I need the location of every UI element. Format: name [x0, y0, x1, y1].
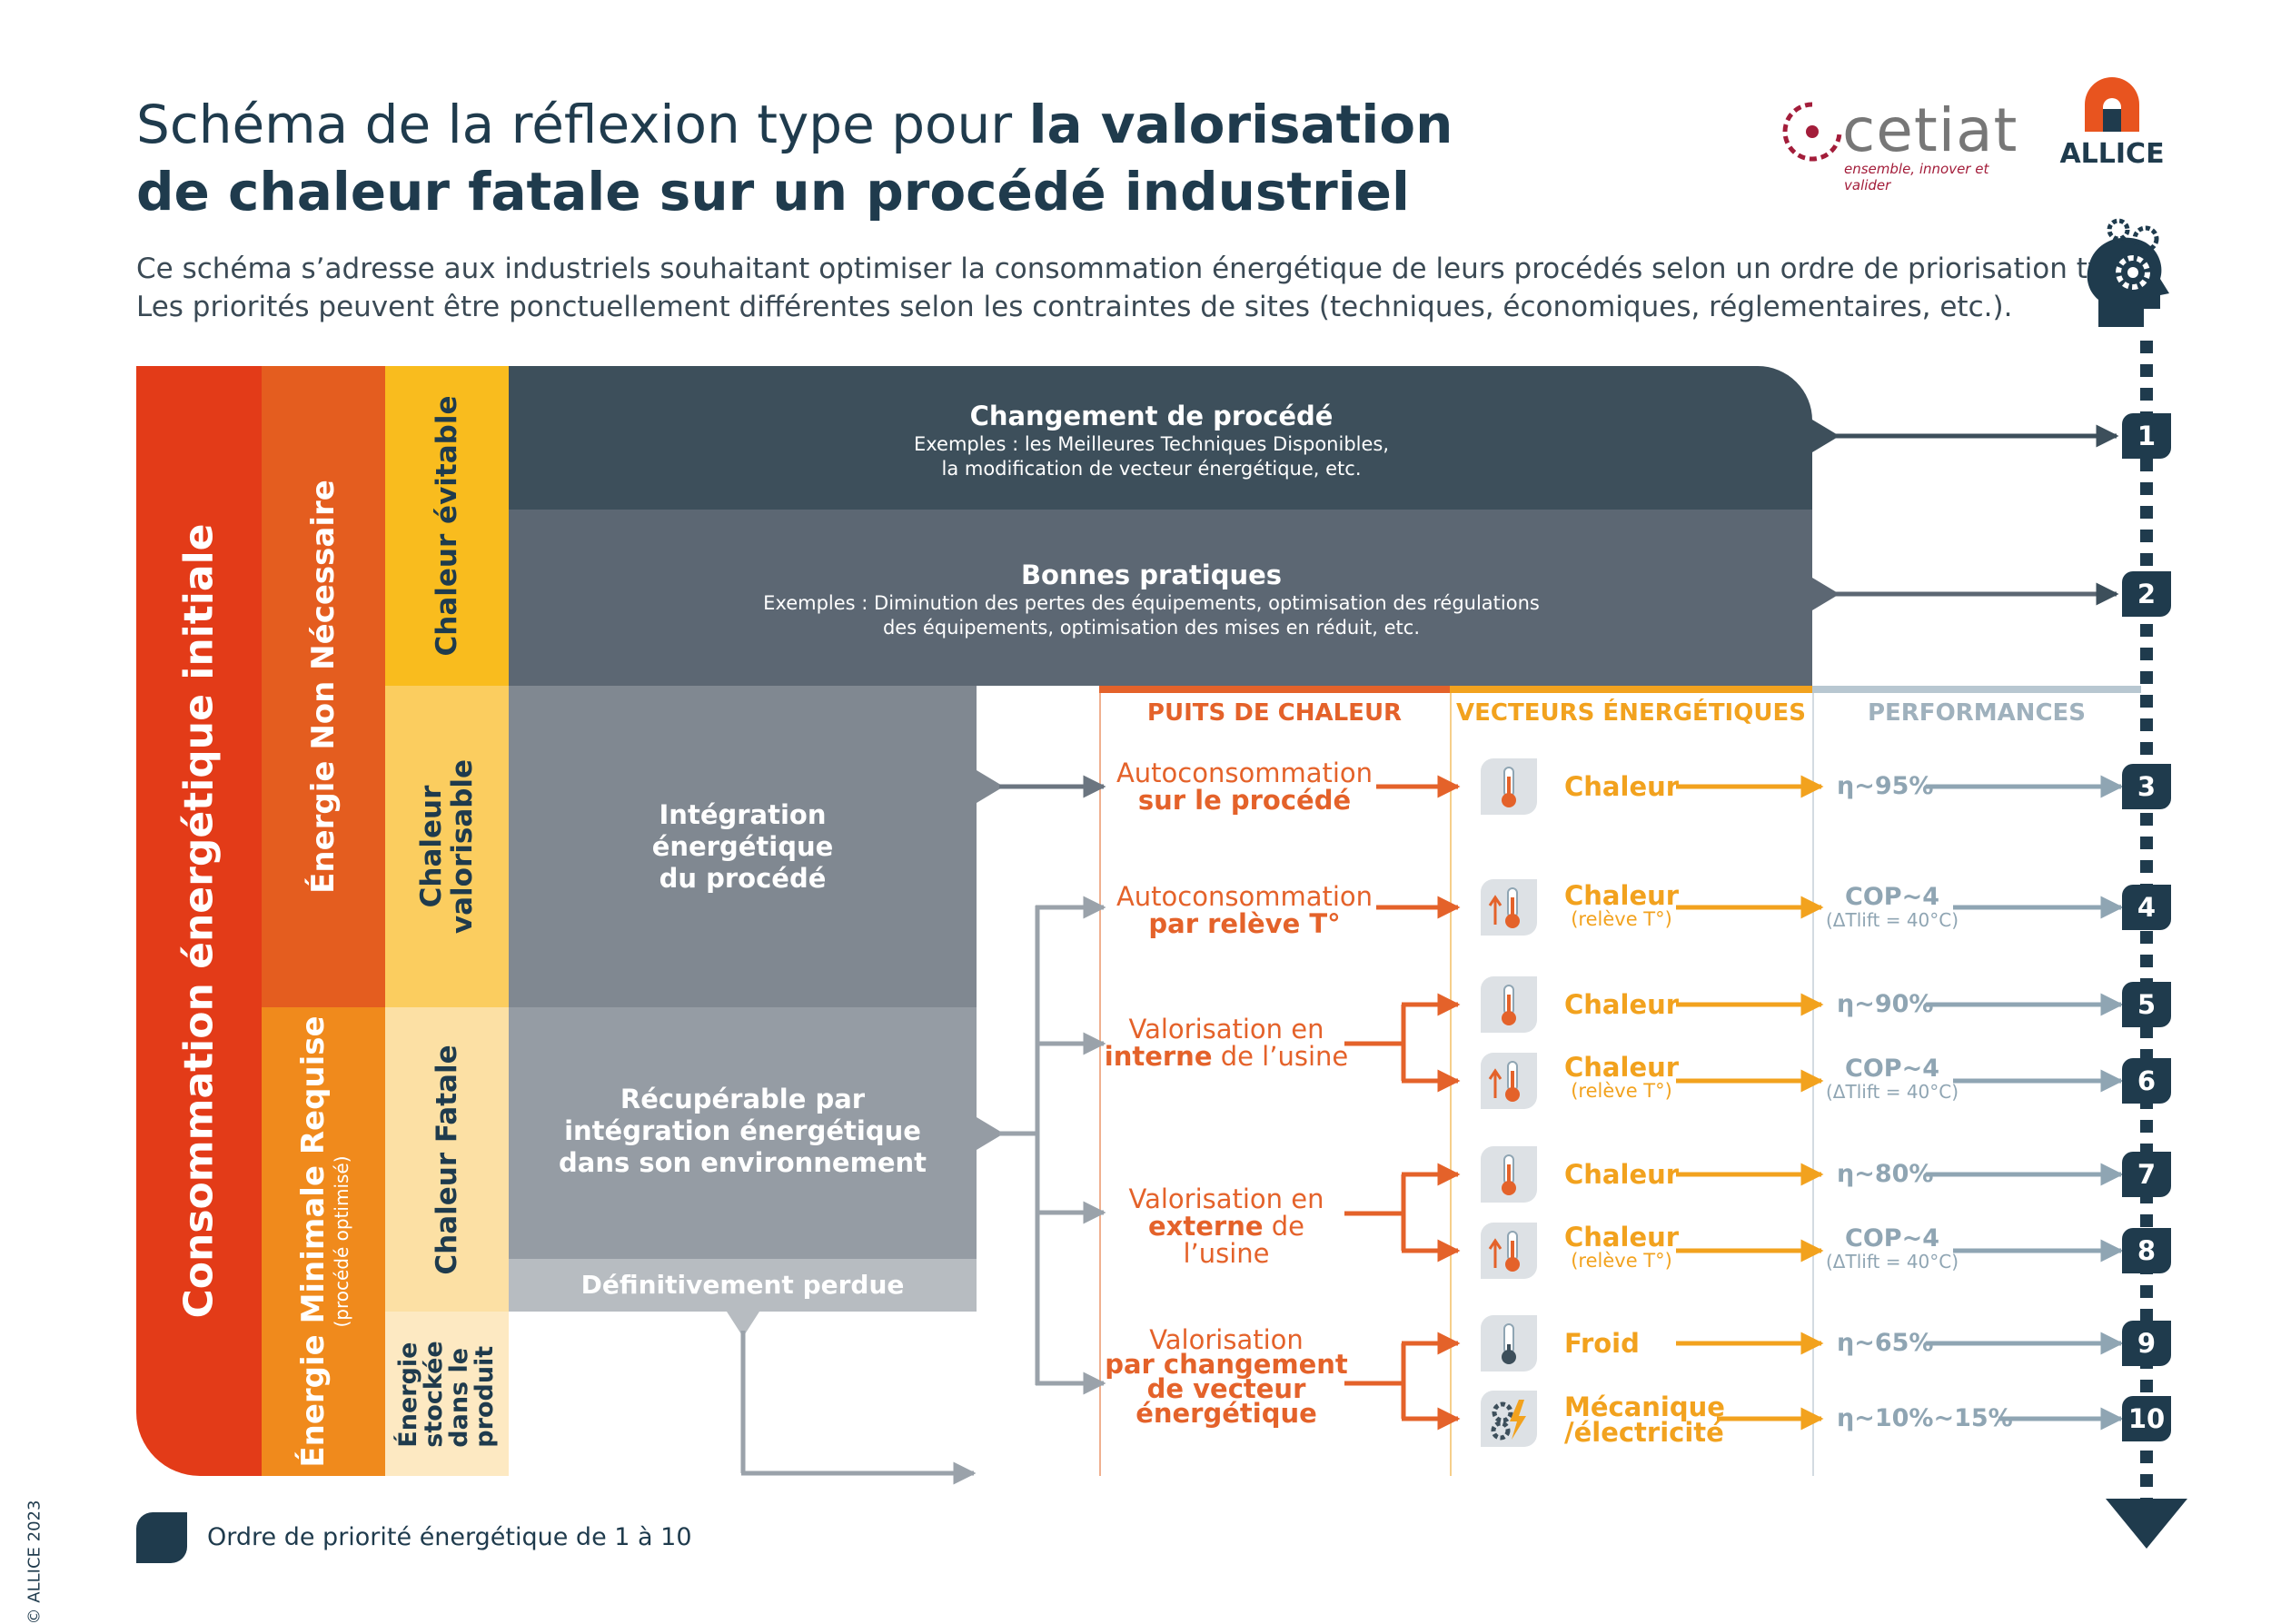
page-subtitle: Ce schéma s’adresse aux industriels souh… [136, 253, 2148, 323]
header-bar-puits [1099, 686, 1450, 693]
priority-badge-1: 1 [2122, 413, 2171, 459]
priority-badge-10: 10 [2122, 1396, 2171, 1441]
column-avoidable-heat: Chaleur évitable [385, 366, 509, 686]
priority-badge-5: 5 [2122, 982, 2171, 1027]
perf-4: COP~4(ΔTlift = 40°C) [1826, 883, 1959, 931]
dest-vector-change: Valorisation par changement de vecteur é… [1105, 1324, 1348, 1429]
header-bar-perf [1812, 686, 2141, 693]
perf-8: COP~4(ΔTlift = 40°C) [1826, 1224, 1959, 1272]
page-title: Schéma de la réflexion type pour la valo… [136, 94, 1453, 223]
priority-badge-8: 8 [2122, 1228, 2171, 1273]
column-waste-heat: Chaleur Fatale [385, 1007, 509, 1312]
vector-7: Chaleur [1564, 1159, 1680, 1190]
separator-puits [1099, 693, 1101, 1476]
copyright: © ALLICE 2023 [25, 1500, 45, 1624]
box-lost [509, 1259, 977, 1312]
box-energy-integration [509, 686, 977, 1007]
perf-9: η~65% [1837, 1329, 1934, 1357]
priority-badge-9: 9 [2122, 1321, 2171, 1366]
thermometer-up-icon [1481, 879, 1537, 936]
perf-5: η~90% [1837, 990, 1934, 1018]
priority-badge-3: 3 [2122, 764, 2171, 809]
cetiat-logo: cetiat ensemble, innover et valider [1780, 95, 2026, 193]
box-process-change [509, 366, 1812, 510]
cetiat-mark-icon [1782, 102, 1842, 162]
header-puits: PUITS DE CHALEUR [1146, 699, 1403, 727]
lost-text: Définitivement perdue [580, 1270, 905, 1300]
priority-badge-2: 2 [2122, 571, 2171, 617]
good-practices-text: Bonnes pratiques Exemples : Diminution d… [763, 559, 1540, 639]
column-non-necessary: Énergie Non Nécessaire [262, 366, 385, 1007]
perf-3: η~95% [1837, 772, 1934, 800]
thermometer-icon [1481, 1146, 1537, 1203]
priority-badge-7: 7 [2122, 1152, 2171, 1197]
header-bar-vecteurs [1450, 686, 1812, 693]
perf-10: η~10%~15% [1837, 1404, 2013, 1432]
vector-5: Chaleur [1564, 989, 1680, 1020]
vector-10: Mécanique/électricité [1564, 1391, 1725, 1448]
vector-3: Chaleur [1564, 771, 1680, 802]
box-good-practices [509, 510, 1812, 686]
vector-9: Froid [1564, 1328, 1640, 1359]
thermometer-cold-icon [1481, 1315, 1537, 1371]
thermometer-up-icon [1481, 1223, 1537, 1279]
allice-logo: ALLICE [2058, 73, 2167, 177]
priority-badge-6: 6 [2122, 1058, 2171, 1104]
perf-6: COP~4(ΔTlift = 40°C) [1826, 1055, 1959, 1103]
header-vecteurs: VECTEURS ÉNERGÉTIQUES [1456, 699, 1806, 727]
legend-swatch [136, 1512, 187, 1563]
column-minimal-required: Énergie Minimale Requise (procédé optimi… [262, 1007, 385, 1476]
thermometer-icon [1481, 758, 1537, 815]
column-initial-consumption: Consommation énergétique initiale [136, 366, 262, 1476]
gear-lightning-icon [1481, 1391, 1537, 1447]
vector-4: Chaleur(relève T°) [1564, 880, 1680, 931]
header-perf: PERFORMANCES [1867, 699, 2087, 727]
allice-mark-icon [2085, 77, 2139, 132]
legend-text: Ordre de priorité énergétique de 1 à 10 [207, 1523, 692, 1551]
priority-badge-4: 4 [2122, 885, 2171, 930]
box-recoverable [509, 1007, 977, 1259]
timeline-arrow-icon [2106, 1499, 2187, 1549]
thermometer-up-icon [1481, 1053, 1537, 1109]
perf-7: η~80% [1837, 1160, 1934, 1188]
vector-6: Chaleur(relève T°) [1564, 1052, 1680, 1103]
head-gears-icon [2087, 218, 2169, 327]
process-change-text: Changement de procédé Exemples : les Mei… [913, 401, 1390, 480]
vector-8: Chaleur(relève T°) [1564, 1222, 1680, 1272]
thermometer-icon [1481, 976, 1537, 1033]
